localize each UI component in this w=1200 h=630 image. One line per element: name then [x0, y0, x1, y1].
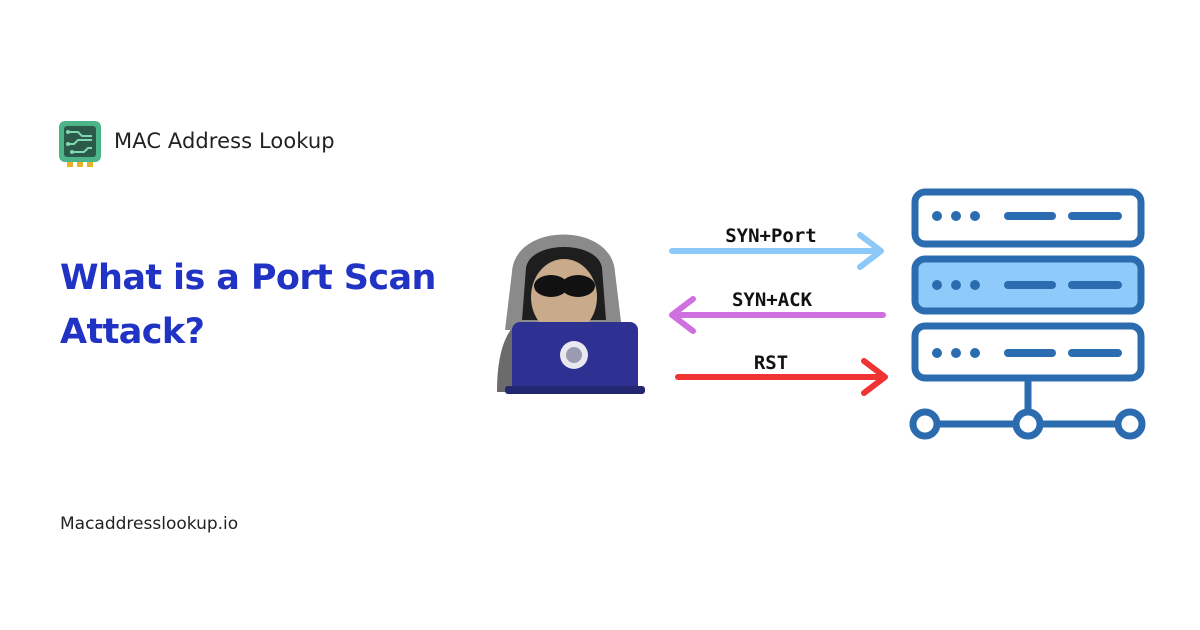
arrow-syn-ack: SYN+ACK	[669, 289, 886, 334]
brand-name: MAC Address Lookup	[114, 129, 335, 153]
arrow-label-syn-ack: SYN+ACK	[732, 289, 813, 311]
circuit-board-icon	[59, 121, 101, 167]
brand: MAC Address Lookup	[58, 120, 335, 168]
server-rack-icon	[909, 188, 1146, 440]
arrow-syn-port: SYN+Port	[669, 225, 884, 270]
page-title: What is a Port Scan Attack?	[60, 258, 436, 352]
arrow-rst: RST	[675, 352, 888, 396]
arrow-label-rst: RST	[754, 352, 788, 374]
arrow-label-syn-port: SYN+Port	[725, 225, 817, 247]
site-url: Macaddresslookup.io	[60, 514, 239, 534]
hacker-with-laptop-icon	[497, 234, 645, 394]
